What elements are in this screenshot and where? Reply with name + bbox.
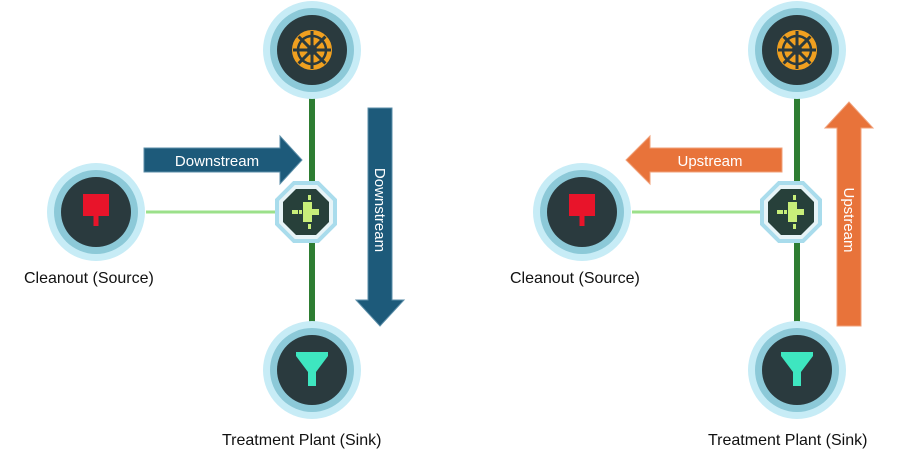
source-node[interactable] (47, 163, 145, 261)
sink-node[interactable] (263, 321, 361, 419)
sink-node[interactable] (748, 321, 846, 419)
downstream-arrow-horizontal-label: Downstream (175, 153, 259, 170)
downstream-arrow-vertical: Downstream (354, 107, 406, 327)
left-source-label: Cleanout (Source) (24, 270, 154, 287)
right-sink-label: Treatment Plant (Sink) (708, 432, 868, 449)
downstream-arrow-vertical-label: Downstream (371, 168, 388, 252)
pump-node[interactable] (748, 1, 846, 99)
upstream-arrow-vertical: Upstream (823, 101, 875, 327)
downstream-arrow-horizontal: Downstream (143, 134, 303, 186)
right-panel: Upstream Upstream (533, 1, 875, 419)
left-sink-label: Treatment Plant (Sink) (222, 432, 382, 449)
upstream-arrow-horizontal: Upstream (625, 134, 783, 186)
junction-node[interactable] (760, 181, 822, 243)
upstream-arrow-vertical-label: Upstream (840, 187, 857, 252)
pump-node[interactable] (263, 1, 361, 99)
junction-icon (275, 181, 337, 243)
source-node[interactable] (533, 163, 631, 261)
pump-wheel-icon (774, 27, 820, 73)
right-source-label: Cleanout (Source) (510, 270, 640, 287)
junction-icon (760, 181, 822, 243)
upstream-arrow-horizontal-label: Upstream (677, 153, 742, 170)
junction-node[interactable] (275, 181, 337, 243)
left-panel: Downstream Downstream (47, 1, 406, 419)
pump-wheel-icon (289, 27, 335, 73)
